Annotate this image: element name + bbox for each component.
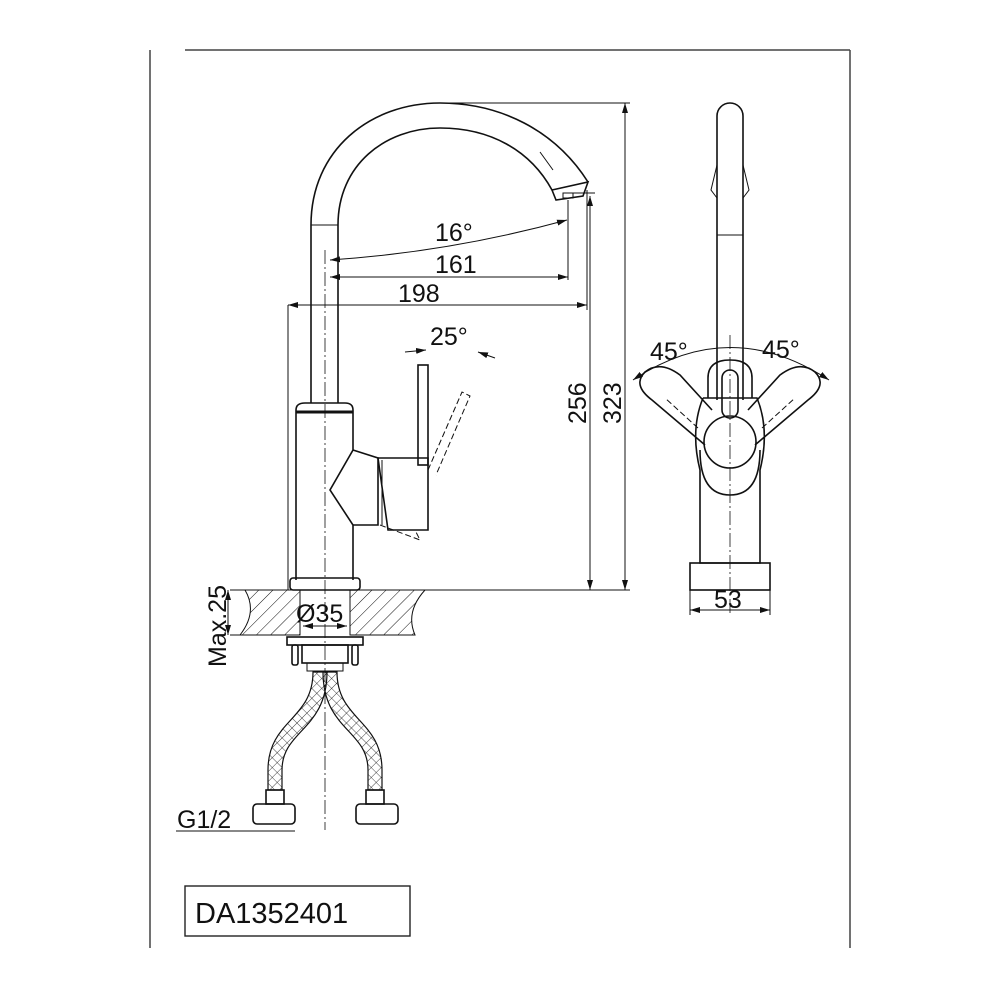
- dim-spout-reach: 161: [435, 251, 477, 279]
- dim-lever-angle: 25°: [430, 323, 468, 351]
- faucet-side-view: [230, 102, 630, 830]
- dim-max-counter-thickness: Max.25: [204, 585, 232, 667]
- title-block: DA1352401: [184, 885, 411, 937]
- side-view-dimensions: 16° 161 198 25° 256 323 Max.25 Ø35 G1/2: [176, 102, 630, 834]
- dim-connection-thread: G1/2: [177, 806, 231, 834]
- dim-spout-angle: 16°: [435, 219, 473, 247]
- dim-total-reach: 198: [398, 280, 440, 308]
- dim-lever-left-angle: 45°: [650, 338, 688, 366]
- dim-lever-right-angle: 45°: [762, 336, 800, 364]
- faucet-front-view: 45° 45° 53: [632, 102, 830, 615]
- sheet-frame: [149, 49, 851, 948]
- dim-hole-diameter: Ø35: [296, 600, 343, 628]
- dim-base-width: 53: [714, 586, 742, 614]
- dim-spout-height: 256: [564, 382, 592, 424]
- model-number: DA1352401: [195, 898, 348, 930]
- dim-total-height: 323: [599, 382, 627, 424]
